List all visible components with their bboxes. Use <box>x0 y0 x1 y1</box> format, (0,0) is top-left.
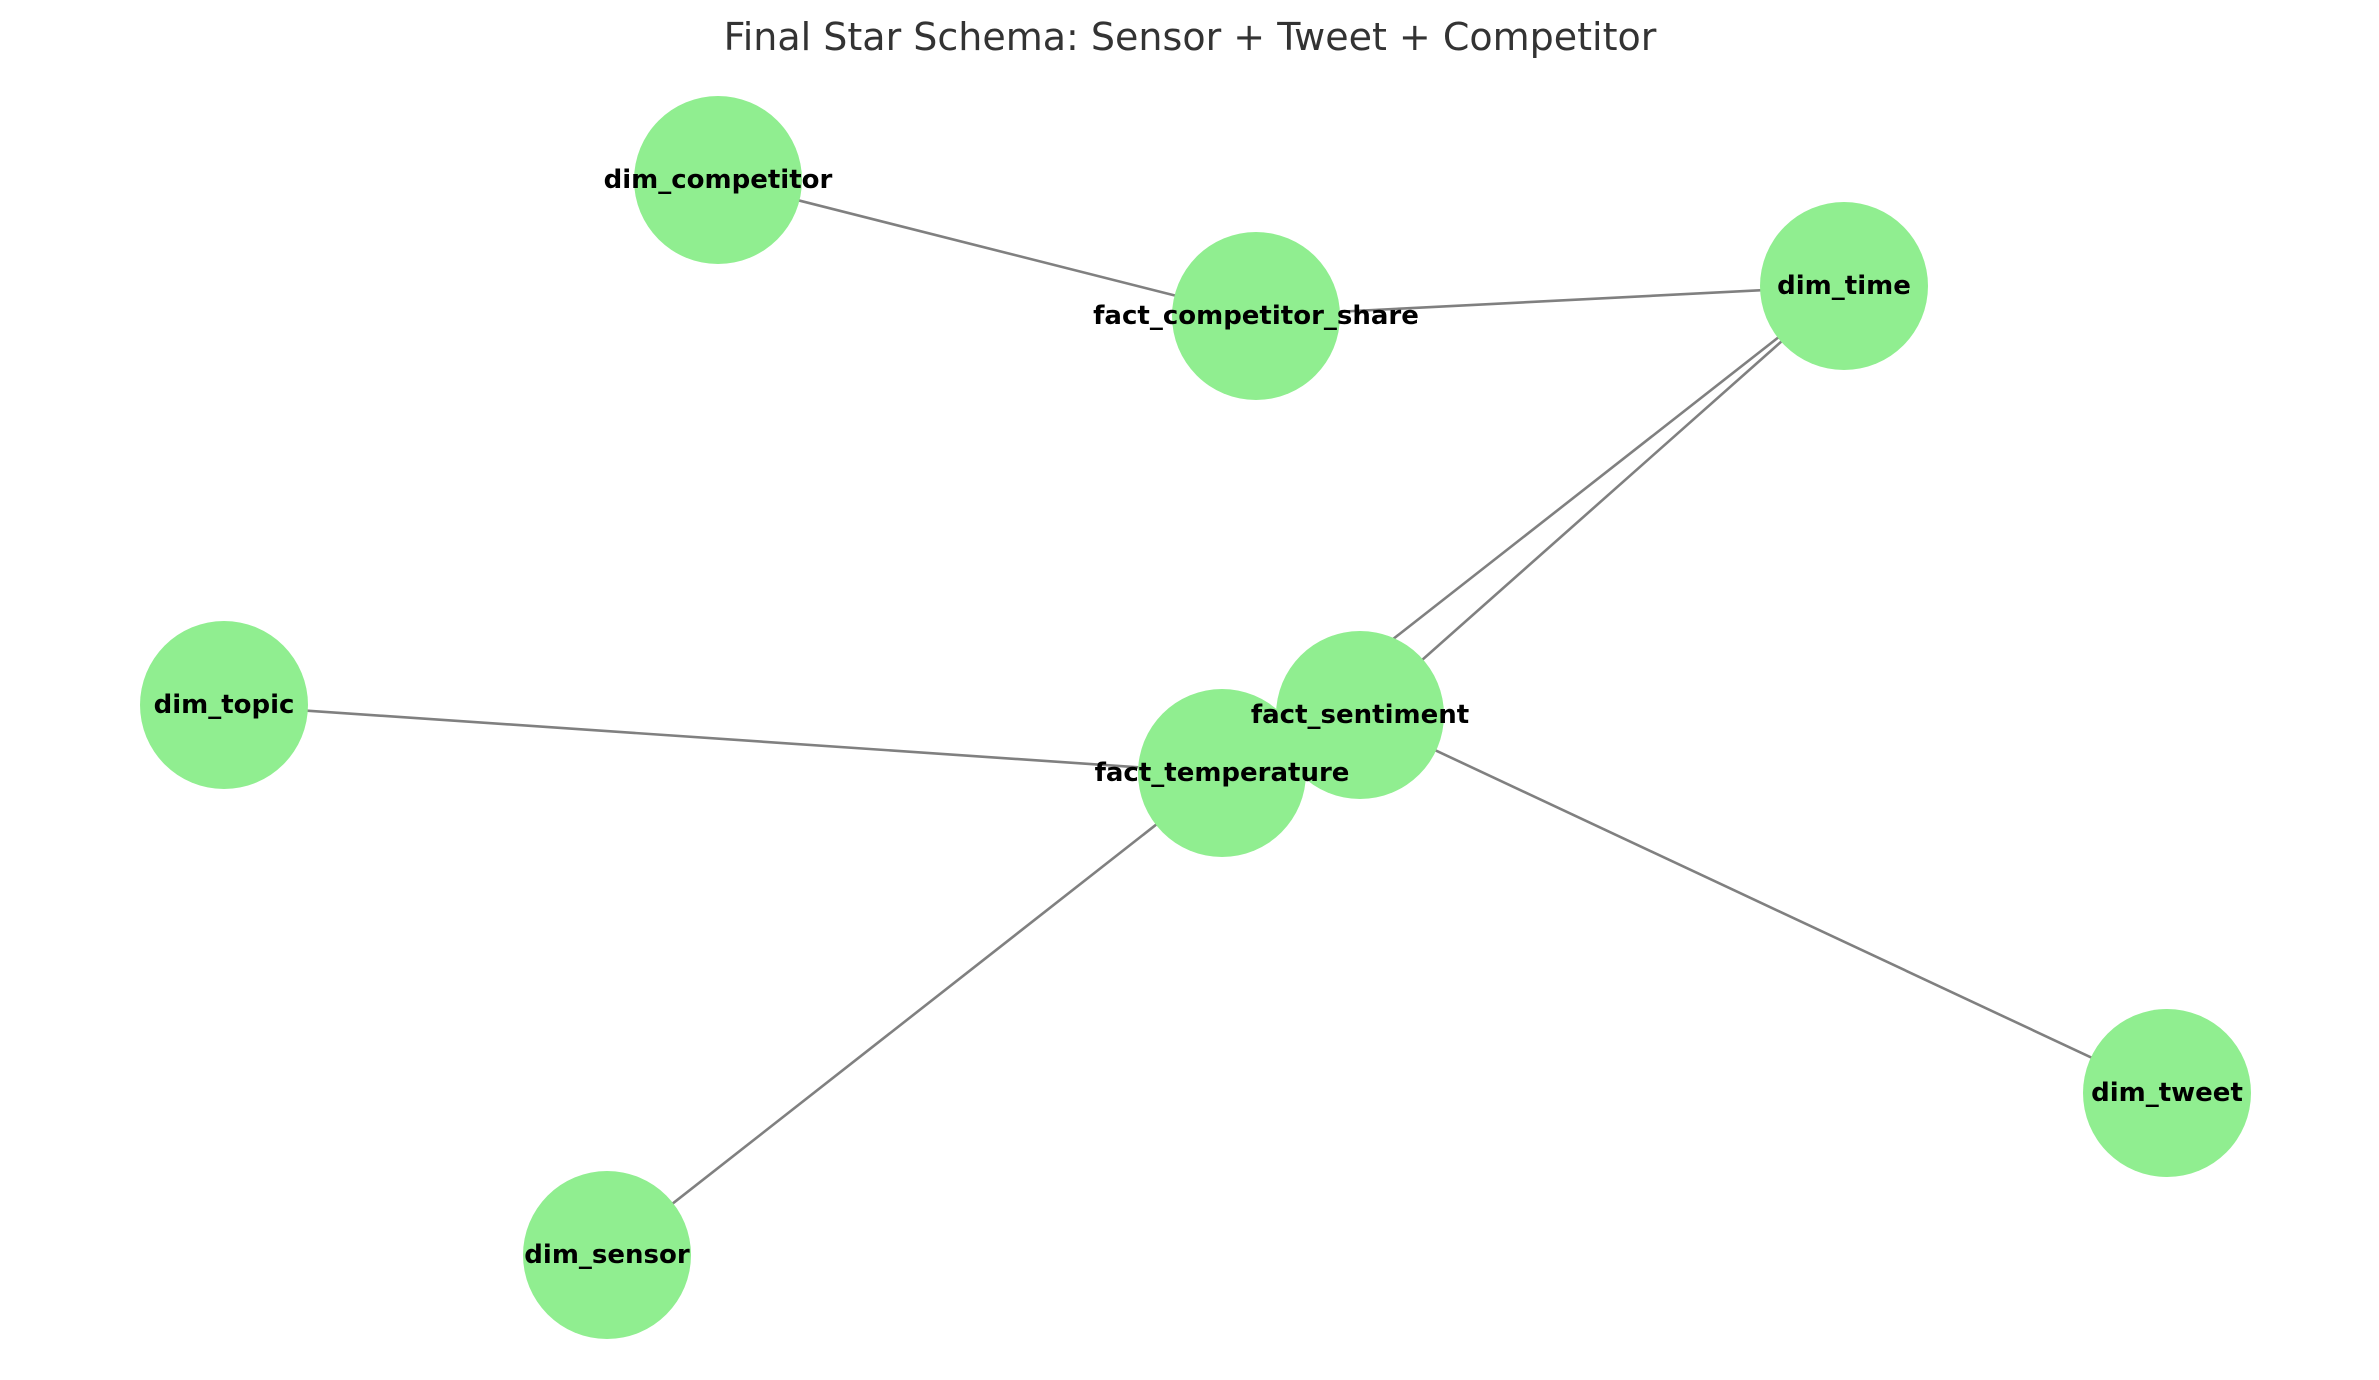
edges-layer <box>223 178 2168 1257</box>
node-label-fact_temperature: fact_temperature <box>1095 758 1350 788</box>
edge-dim_competitor-fact_competitor_share <box>717 178 1257 318</box>
node-label-dim_tweet: dim_tweet <box>2091 1078 2243 1108</box>
node-dim_topic <box>140 621 308 789</box>
node-label-dim_competitor: dim_competitor <box>604 165 833 195</box>
node-fact_temperature <box>1138 689 1306 857</box>
node-dim_tweet <box>2083 1009 2251 1177</box>
edge-dim_topic-fact_temperature <box>223 703 1223 775</box>
node-dim_sensor <box>523 1171 691 1339</box>
node-fact_sentiment <box>1276 631 1444 799</box>
node-dim_competitor <box>634 96 802 264</box>
node-dim_time <box>1760 202 1928 370</box>
edge-fact_temperature-dim_sensor <box>606 771 1223 1257</box>
node-fact_competitor_share <box>1172 232 1340 400</box>
node-label-dim_topic: dim_topic <box>154 690 295 720</box>
nodes-layer: dim_competitor fact_competitor_share dim_t… <box>140 96 2251 1339</box>
node-label-dim_time: dim_time <box>1777 271 1911 301</box>
edge-dim_time-fact_sentiment <box>1359 285 1845 716</box>
node-label-fact_competitor_share: fact_competitor_share <box>1093 301 1419 331</box>
node-label-fact_sentiment: fact_sentiment <box>1251 700 1469 730</box>
node-label-dim_sensor: dim_sensor <box>524 1240 690 1270</box>
edge-fact_sentiment-dim_tweet <box>1359 713 2168 1095</box>
diagram-title: Final Star Schema: Sensor + Tweet + Comp… <box>724 15 1657 59</box>
edge-fact_competitor_share-dim_time <box>1255 284 1845 318</box>
